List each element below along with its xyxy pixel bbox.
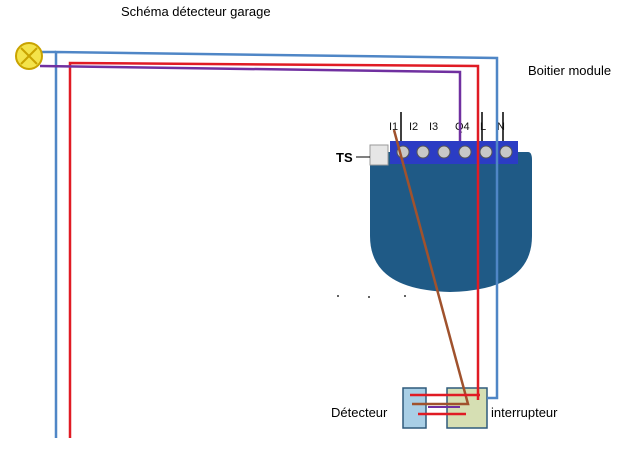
detector-label: Détecteur: [331, 405, 388, 420]
neutral-wire: [54, 50, 499, 438]
diagram-title: Schéma détecteur garage: [121, 4, 271, 19]
ts-connector: [369, 144, 389, 166]
module-box: [356, 112, 532, 292]
terminal-label-i3: I3: [429, 121, 438, 133]
detector-wire: [392, 129, 470, 406]
terminal-label-n: N: [497, 121, 505, 133]
terminal-label-l: L: [480, 121, 486, 133]
terminal-label-i2: I2: [409, 121, 418, 133]
wires: [39, 50, 499, 438]
lamp-icon: [15, 42, 43, 70]
detector-box: [402, 387, 427, 429]
switched-wire: [39, 64, 462, 141]
module-body: [370, 152, 532, 292]
terminal-label-i1: I1: [389, 121, 398, 133]
ts-label: TS: [336, 150, 353, 165]
switch-label: interrupteur: [491, 405, 558, 420]
module-box-label: Boitier module: [528, 63, 611, 78]
phase-wire: [68, 61, 480, 438]
terminal-label-q4: Q4: [455, 121, 470, 133]
module-marks: [337, 295, 406, 298]
